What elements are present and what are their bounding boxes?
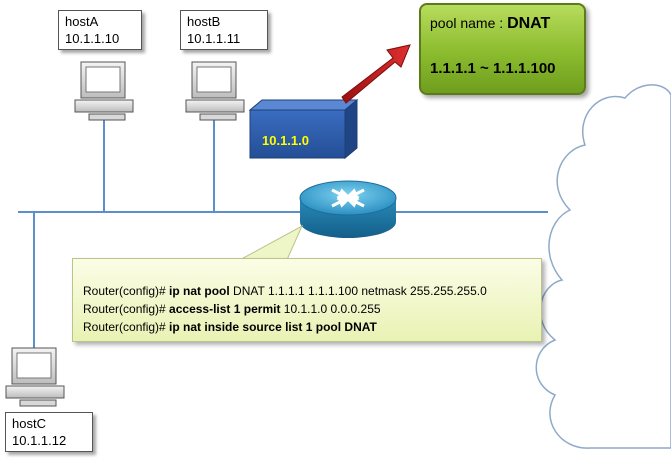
host-label-b: hostB 10.1.1.11 <box>180 10 268 50</box>
host-name: hostC <box>12 416 46 431</box>
host-name: hostA <box>65 14 99 29</box>
config-line: Router(config)# ip nat pool DNAT 1.1.1.1… <box>83 283 487 299</box>
config-command: ip nat pool <box>165 284 230 298</box>
host-ip: 10.1.1.10 <box>65 31 120 46</box>
pc-icon <box>5 347 65 407</box>
network-address-label: 10.1.1.0 <box>262 133 309 148</box>
config-prompt: Router(config)# <box>83 302 166 316</box>
pool-range: 1.1.1.1 ~ 1.1.1.100 <box>430 60 556 77</box>
pc-icon <box>74 61 134 121</box>
pc-icon <box>185 61 245 121</box>
host-label-a: hostA 10.1.1.10 <box>58 10 142 50</box>
host-ip: 10.1.1.11 <box>187 31 241 46</box>
host-ip: 10.1.1.12 <box>12 433 67 448</box>
router-icon <box>299 180 397 238</box>
config-prompt: Router(config)# <box>83 284 166 298</box>
router-config-box: Router(config)# ip nat pool DNAT 1.1.1.1… <box>72 258 542 342</box>
nat-pool-box: pool name : DNAT 1.1.1.1 ~ 1.1.1.100 <box>419 3 586 95</box>
pool-name-label: pool name : <box>430 15 508 31</box>
host-name: hostB <box>187 14 221 29</box>
arrow-icon <box>341 44 411 104</box>
config-prompt: Router(config)# <box>83 320 166 334</box>
pool-name-value: DNAT <box>507 15 551 32</box>
config-args: DNAT 1.1.1.1 1.1.1.100 netmask 255.255.2… <box>229 284 487 298</box>
config-callout-pointer <box>235 224 304 263</box>
host-label-c: hostC 10.1.1.12 <box>5 412 93 452</box>
network-box <box>248 98 359 160</box>
cloud-icon <box>535 84 671 449</box>
config-command: access-list 1 permit <box>165 302 281 316</box>
config-command: ip nat inside source list 1 pool DNAT <box>165 320 377 334</box>
config-args: 10.1.1.0 0.0.0.255 <box>280 302 381 316</box>
lan-cabling <box>18 120 548 355</box>
pool-name-line: pool name : DNAT <box>430 15 550 33</box>
config-line: Router(config)# ip nat inside source lis… <box>83 319 377 335</box>
config-line: Router(config)# access-list 1 permit 10.… <box>83 301 381 317</box>
